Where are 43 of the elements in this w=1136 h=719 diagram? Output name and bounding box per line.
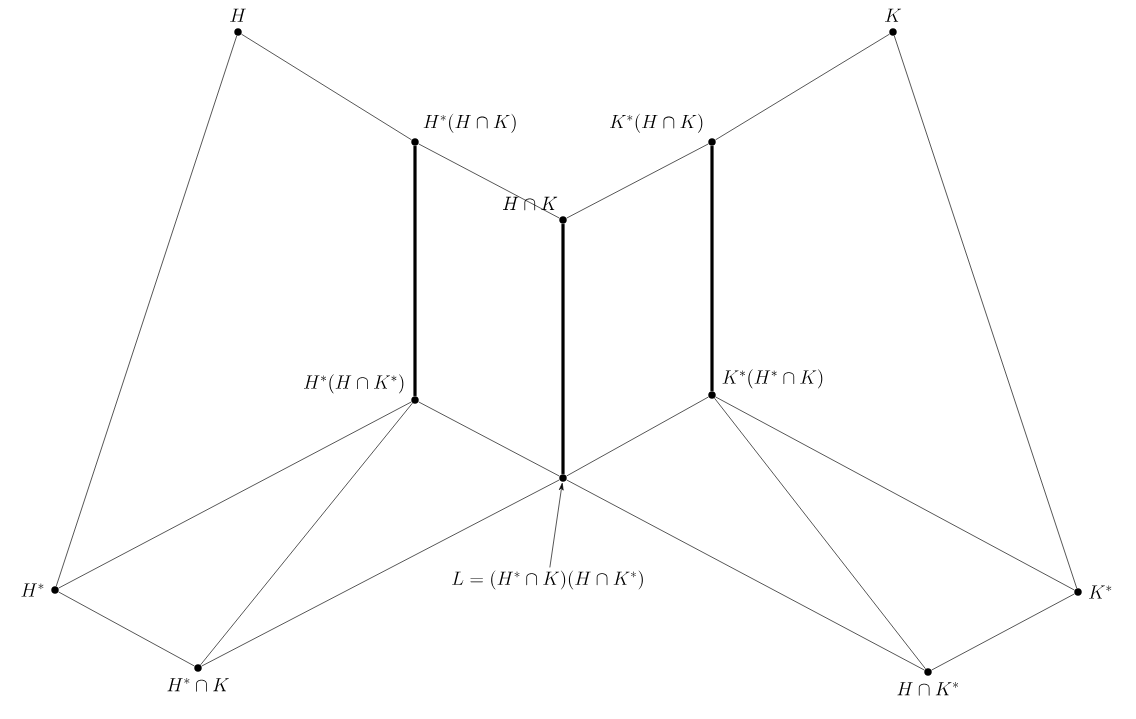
node-label: $H$: [230, 8, 246, 22]
edge-line: [418, 401, 560, 477]
leader-arrow: [549, 482, 564, 568]
edge-line: [715, 396, 1075, 591]
vertex: $H\cap K^*$: [897, 668, 958, 696]
edge-line: [931, 593, 1075, 671]
node-label: $K^*(H\cap K)$: [610, 113, 703, 133]
node-label: $K^*(H^*\cap K)$: [722, 369, 823, 389]
edge-line: [200, 402, 413, 666]
edge-line: [55, 35, 238, 587]
node-label: $H^*$: [21, 583, 44, 597]
edge-line: [58, 401, 412, 589]
node-label: $H^*(H\cap K^*)$: [304, 374, 404, 394]
vertex: $K^*(H\cap K)$: [610, 113, 716, 146]
edge-line: [715, 33, 890, 141]
edge-line: [893, 35, 1078, 589]
edge-line: [418, 143, 560, 219]
node-label: $H^*(H\cap K)$: [423, 113, 516, 133]
node-label: $H\cap K$: [502, 196, 558, 211]
edge-line: [58, 591, 195, 667]
vertex: $K^*$: [1074, 585, 1112, 599]
node-label: $H\cap K^*$: [897, 682, 959, 696]
edge-line: [201, 479, 560, 667]
vertex-label: $L=(H^*\cap K)(H\cap K^*)$: [452, 570, 643, 590]
edge-line: [561, 224, 565, 474]
vertex: $H^*\cap K$: [167, 664, 229, 692]
edge-line: [413, 146, 417, 396]
node-label: $K$: [885, 8, 902, 22]
edge-line: [710, 146, 714, 391]
vertex: $K^*(H^*\cap K)$: [708, 369, 823, 399]
vertex: $H^*(H\cap K^*)$: [304, 374, 419, 404]
edge-line: [566, 479, 925, 671]
edge-line: [566, 396, 709, 477]
vertex: $K$: [885, 8, 902, 36]
node-label: $H^*\cap K$: [167, 678, 229, 692]
node-label: $K^*$: [1088, 585, 1112, 599]
vertex: $H$: [230, 8, 246, 36]
edge-line: [241, 33, 412, 141]
edge-line: [566, 143, 709, 219]
edge-line: [714, 397, 926, 670]
vertex: $H\cap K$: [502, 196, 567, 224]
vertex: $H^*$: [21, 583, 59, 597]
vertex: $H^*(H\cap K)$: [411, 113, 516, 146]
